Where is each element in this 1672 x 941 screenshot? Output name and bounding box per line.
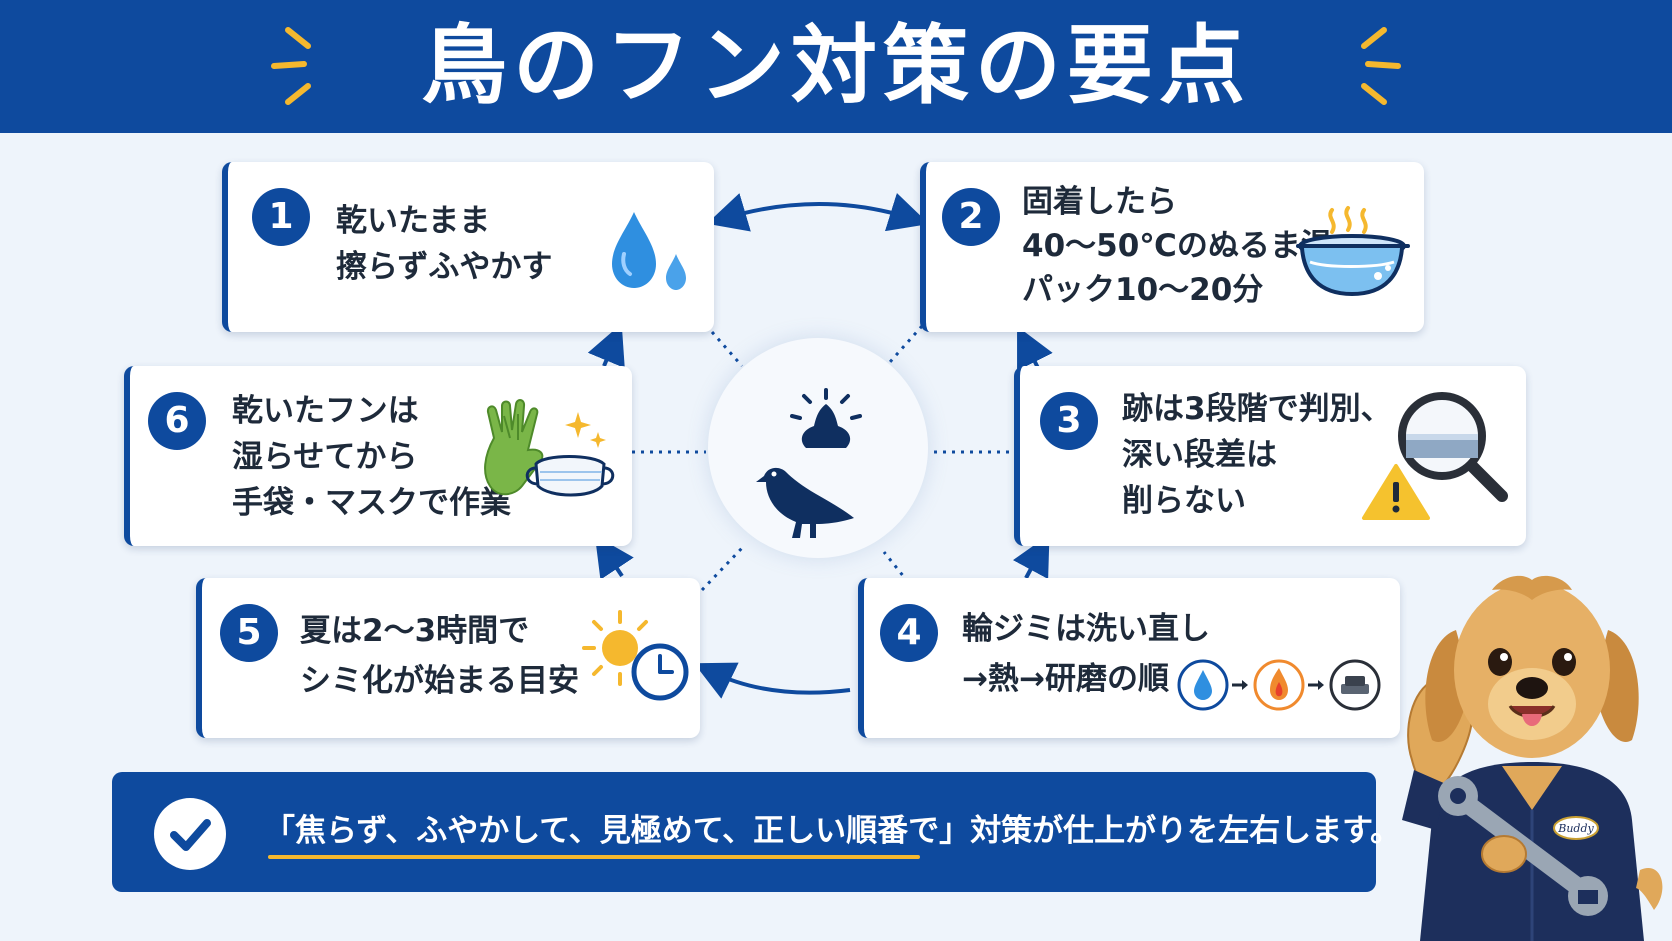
check-icon (170, 819, 211, 851)
step-text-5: 夏は2～3時間で シミ化が始まる目安 (300, 613, 579, 699)
check-badge (154, 798, 226, 870)
banner-text: 「焦らず、ふやかして、見極めて、正しい順番で」対策が仕上がりを左右します。 (264, 806, 1401, 856)
step-text-3: 跡は3段階で判別、 深い段差は 削らない (1122, 391, 1392, 519)
polish-step-icon (1329, 659, 1381, 711)
right-sparkle-icon (1361, 27, 1401, 105)
left-sparkle-icon (271, 27, 311, 105)
step-number-6: 6 (148, 392, 206, 450)
banner-rest: 対策が仕上がりを左右します。 (970, 813, 1402, 849)
step-card-4 (858, 578, 1400, 738)
process-icons (1177, 659, 1381, 711)
mascot-badge: Buddy (1557, 822, 1594, 835)
dog-mascot: Buddy (1402, 575, 1663, 941)
step-text-1: 乾いたまま 擦らずふやかす (336, 203, 553, 285)
water-drops-icon (612, 212, 686, 290)
banner-highlight: 「焦らず、ふやかして、見極めて、正しい順番で」 (264, 813, 971, 849)
step-text-6: 乾いたフンは 湿らせてから 手袋・マスクで作業 (232, 393, 511, 521)
magnifier-warning-icon (1362, 392, 1508, 520)
warm-water-bowl-icon (1296, 206, 1410, 297)
step-number-3: 3 (1040, 392, 1098, 450)
step-number-4: 4 (880, 604, 938, 662)
water-step-icon (1177, 659, 1229, 711)
step-number-1: 1 (252, 188, 310, 246)
summary-banner (112, 772, 1376, 892)
step-number-2: 2 (942, 188, 1000, 246)
step-card-6 (124, 366, 632, 546)
step-text-2: 固着したら 40～50℃のぬるま湯 パック10～20分 (1022, 184, 1332, 308)
heat-step-icon (1253, 659, 1305, 711)
page-title: 鳥のフン対策の要点 (421, 16, 1251, 116)
bird-icon (756, 467, 854, 538)
banner-underline (268, 855, 920, 859)
sun-clock-icon (582, 610, 689, 701)
step-number-5: 5 (220, 604, 278, 662)
step-text-4: 輪ジミは洗い直し →熱→研磨の順 (962, 611, 1210, 697)
gloves-mask-icon (484, 399, 615, 497)
dropping-icon (790, 388, 862, 448)
